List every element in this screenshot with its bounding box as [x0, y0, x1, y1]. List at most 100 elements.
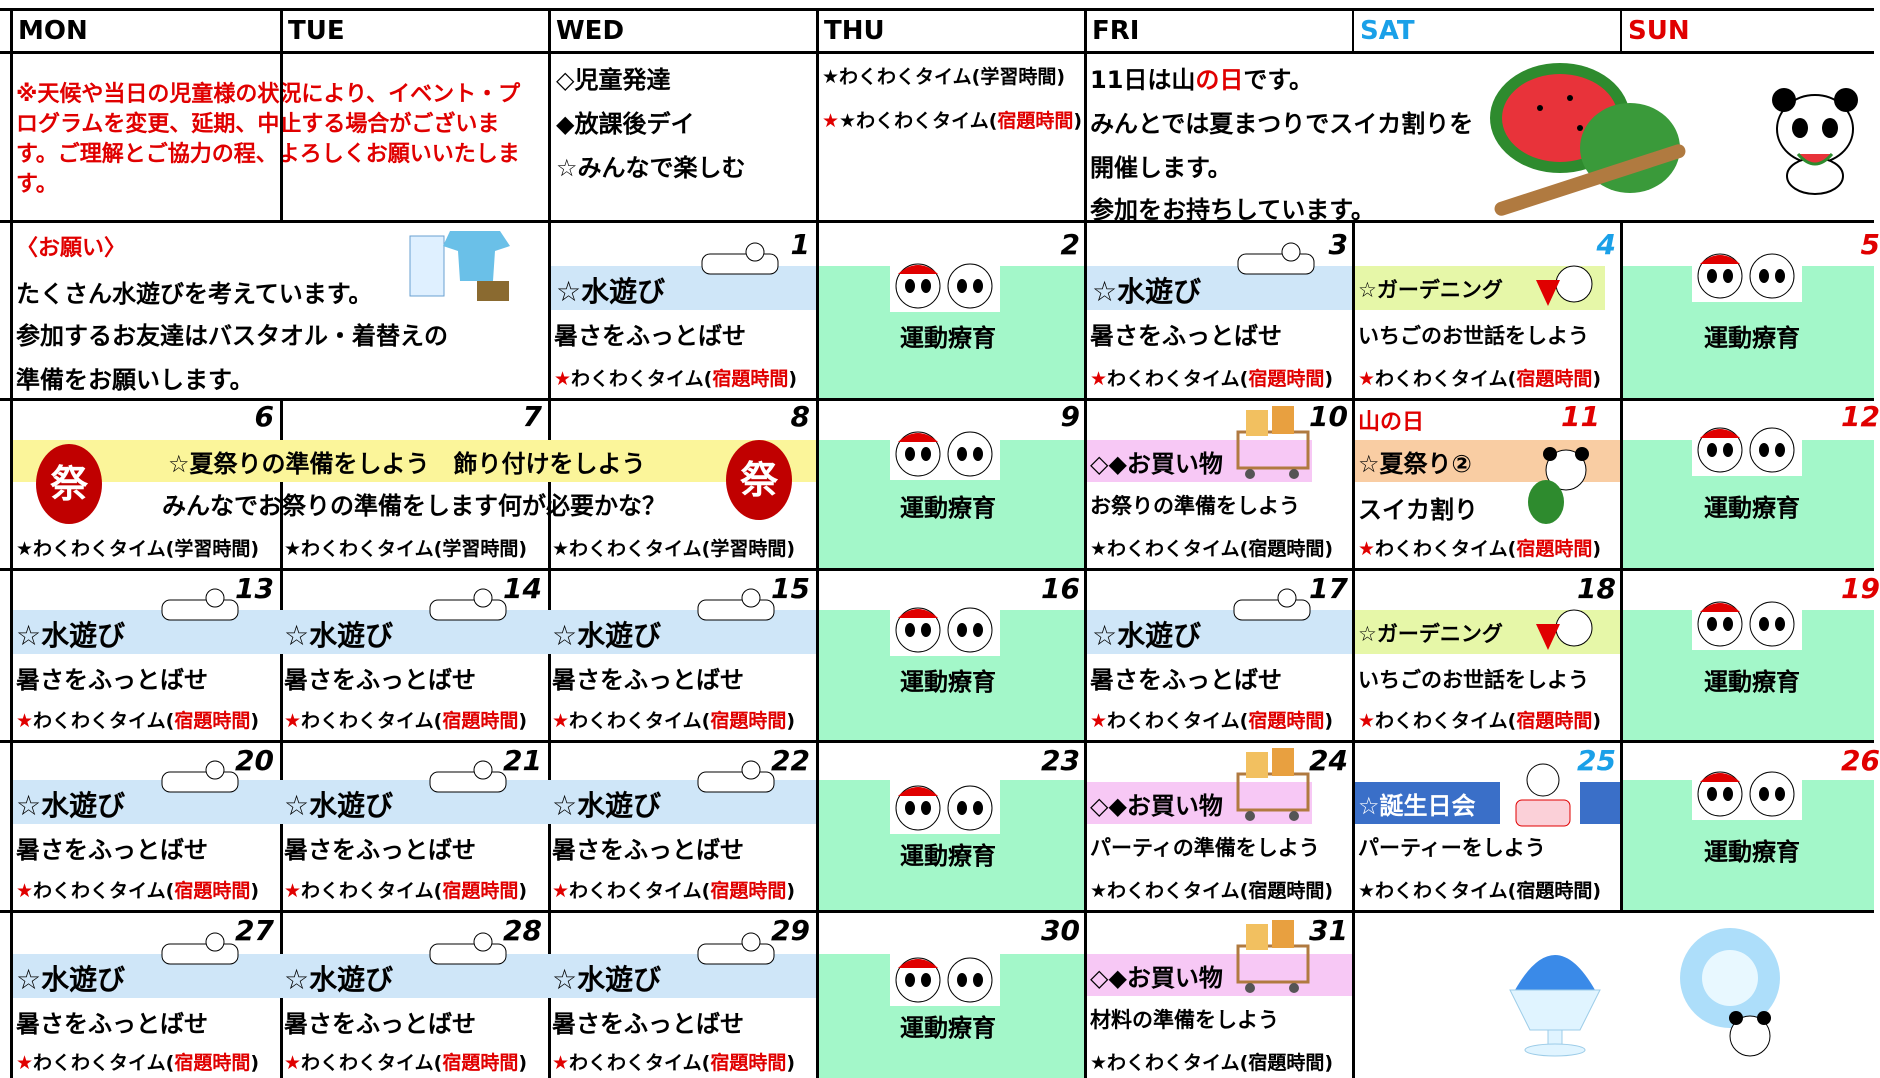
close: )	[518, 710, 528, 732]
w3-sat-garden: ☆ガーデニング	[1358, 622, 1503, 646]
w1-fri-heat: 暑さをふっとばせ	[1090, 322, 1282, 350]
header-sun: SUN	[1628, 16, 1690, 46]
w3-sat-waku: ★わくわくタイム(宿題時間)	[1358, 706, 1601, 733]
w4-sat-event: ☆誕生日会	[1358, 792, 1476, 820]
w4-mon-water: ☆水遊び	[16, 789, 126, 822]
col-line-tue-lower	[280, 398, 283, 1078]
bathtub-icon	[428, 588, 508, 622]
close: )	[786, 880, 796, 902]
day-19: 19	[1841, 572, 1880, 605]
thu-top-hw-mid: ★わくわくタイム(	[839, 110, 998, 132]
w3-tue-heat: 暑さをふっとばせ	[284, 666, 476, 694]
close: )	[518, 1052, 528, 1074]
header-thu: THU	[818, 10, 1086, 52]
homework: 宿題時間	[710, 1052, 787, 1074]
star: ★	[1090, 368, 1108, 390]
w4-wed-waku: ★わくわくタイム(宿題時間)	[552, 876, 795, 903]
waku-mid: わくわくタイム(	[301, 710, 443, 732]
waku-mid: わくわくタイム(	[301, 1052, 443, 1074]
star: ★	[16, 880, 34, 902]
bathtub-icon	[160, 932, 240, 966]
shaved-ice-icon	[1509, 955, 1601, 1057]
w4-fri-band	[1087, 782, 1312, 824]
w3-thu-exercise: 運動療育	[900, 668, 996, 696]
close: )	[250, 1052, 260, 1074]
homework: 宿題時間	[442, 1052, 519, 1074]
day-6: 6	[254, 400, 274, 433]
fri-top-l2: みんとでは夏まつりでスイカ割りを	[1090, 110, 1474, 138]
day-13: 13	[235, 572, 274, 605]
w1-wed-water: ☆水遊び	[556, 275, 666, 308]
w2-sat-sub: スイカ割り	[1358, 496, 1478, 524]
bathtub-icon	[160, 760, 240, 794]
w2-sun-exercise: 運動療育	[1704, 494, 1800, 522]
thu-top-hw: ★★わくわくタイム(宿題時間)	[822, 106, 1082, 133]
sparkle-panda-icon	[1680, 928, 1780, 1057]
day-2: 2	[1060, 228, 1080, 261]
w4-mon-waku: ★わくわくタイム(宿題時間)	[16, 876, 259, 903]
w4-tue-water: ☆水遊び	[284, 789, 394, 822]
w5-mon-waku: ★わくわくタイム(宿題時間)	[16, 1048, 259, 1075]
w3-wed-waku: ★わくわくタイム(宿題時間)	[552, 706, 795, 733]
panda-pair-icon	[1692, 764, 1802, 820]
w4-thu-exercise: 運動療育	[900, 842, 996, 870]
w3-tue-waku: ★わくわくタイム(宿題時間)	[284, 706, 527, 733]
star: ★	[284, 1052, 302, 1074]
w4-sat-waku: ★わくわくタイム(宿題時間)	[1358, 880, 1602, 902]
w5-water-band	[13, 954, 816, 998]
w5-tue-water: ☆水遊び	[284, 963, 394, 996]
day-21: 21	[503, 744, 542, 777]
w3-water-band	[13, 610, 816, 654]
w3-mon-waku: ★わくわくタイム(宿題時間)	[16, 706, 259, 733]
thu-top-hw-close: )	[1073, 110, 1083, 132]
watermelon-icon	[1490, 63, 1686, 216]
w4-mon-heat: 暑さをふっとばせ	[16, 836, 208, 864]
panda-watermelon-icon	[1772, 88, 1858, 195]
w4-sat-band-right	[1580, 782, 1620, 824]
day-11: 11	[1561, 400, 1600, 433]
w2-mon-study: ★わくわくタイム(学習時間)	[16, 538, 260, 560]
close: )	[786, 1052, 796, 1074]
panda-watermelon-icon	[1528, 447, 1589, 524]
row-line-2	[0, 398, 1874, 401]
day-23: 23	[1041, 744, 1080, 777]
w3-mon-water: ☆水遊び	[16, 619, 126, 652]
day-1: 1	[790, 228, 810, 261]
day-3: 3	[1328, 228, 1348, 261]
w2-fri-prep: お祭りの準備をしよう	[1090, 494, 1300, 518]
w1-thu-exercise: 運動療育	[900, 324, 996, 352]
homework: 宿題時間	[710, 880, 787, 902]
day-16: 16	[1041, 572, 1080, 605]
panda-pair-icon	[1692, 594, 1802, 650]
legend-dev: ◇児童発達	[556, 66, 671, 94]
waku-mid: わくわくタイム(	[33, 1052, 175, 1074]
notice-text: ※天候や当日の児童様の状況により、イベント・プログラムを変更、延期、中止する場合…	[16, 82, 521, 197]
bathtub-icon	[1232, 588, 1312, 622]
w5-tue-waku: ★わくわくタイム(宿題時間)	[284, 1048, 527, 1075]
star: ★	[1090, 710, 1108, 732]
homework: 宿題時間	[174, 880, 251, 902]
w5-tue-heat: 暑さをふっとばせ	[284, 1010, 476, 1038]
panda-pair-icon	[890, 778, 1000, 834]
w3-fri-water: ☆水遊び	[1092, 619, 1202, 652]
w1-fri-waku: ★わくわくタイム(宿題時間)	[1090, 364, 1333, 391]
w2-sat-event: ☆夏祭り②	[1358, 450, 1472, 478]
w1-sat-garden: ☆ガーデニング	[1358, 278, 1503, 302]
w4-fri-shopping: ◇◆お買い物	[1090, 792, 1223, 820]
waku-mid: わくわくタイム(	[1375, 368, 1517, 390]
left-edge	[10, 8, 13, 1078]
day-18: 18	[1577, 572, 1616, 605]
col-line-tue	[280, 8, 283, 220]
star: ★	[16, 710, 34, 732]
w1-wed-waku: ★わくわくタイム(宿題時間)	[554, 364, 797, 391]
w1-sun-exercise: 運動療育	[1704, 324, 1800, 352]
bathtub-icon	[700, 242, 780, 276]
homework: 宿題時間	[1516, 368, 1593, 390]
row-line-3	[0, 568, 1874, 571]
fri-l1a: 11日は山	[1090, 66, 1196, 94]
w4-sat-band	[1355, 782, 1500, 824]
homework: 宿題時間	[174, 1052, 251, 1074]
bathtub-icon	[428, 932, 508, 966]
w4-tue-heat: 暑さをふっとばせ	[284, 836, 476, 864]
panda-pair-icon	[1692, 420, 1802, 476]
